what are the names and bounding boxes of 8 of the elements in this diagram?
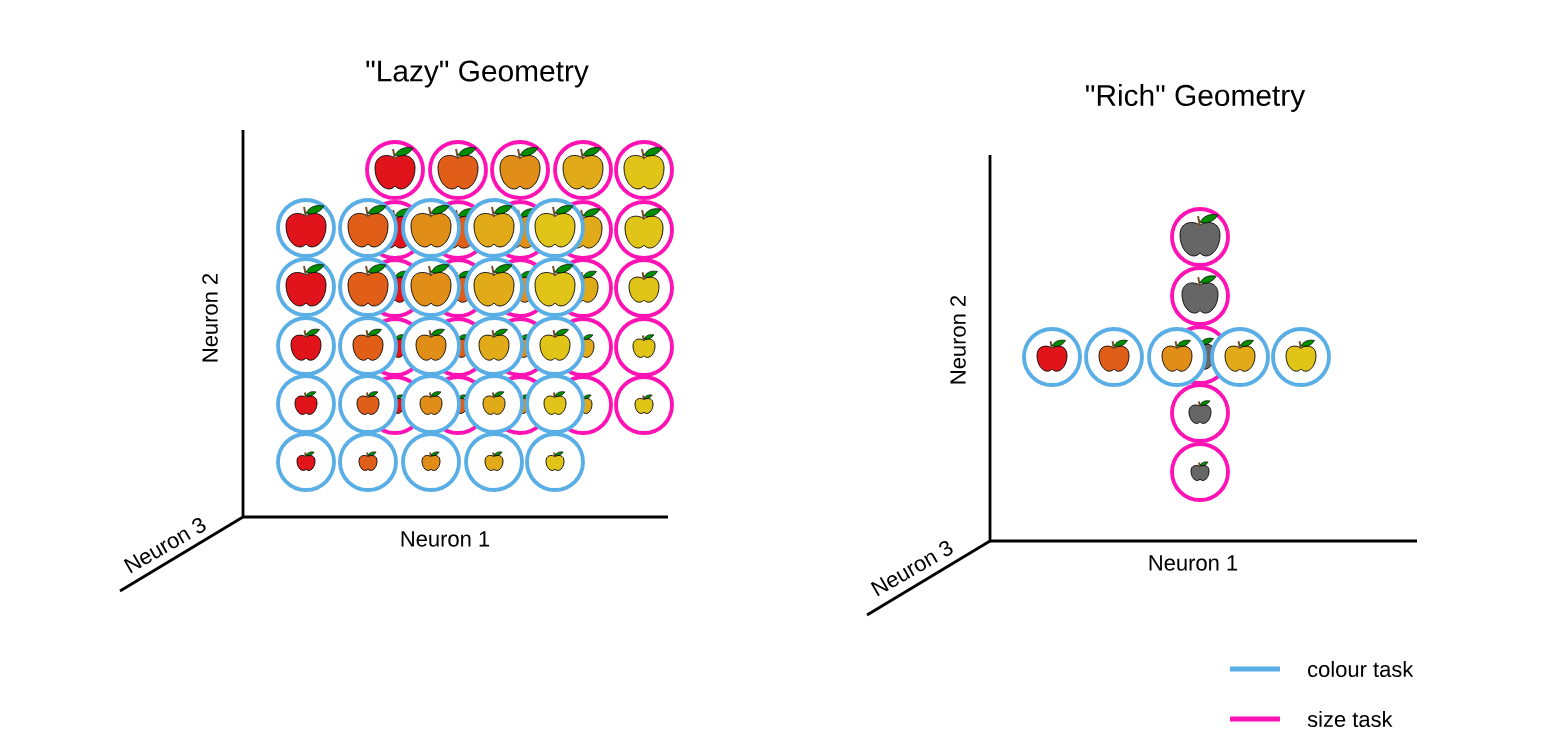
axis-label: Neuron 1 [1149, 555, 1238, 571]
axis-label: Neuron 2 [950, 295, 966, 384]
axis-label: Neuron 2 [202, 273, 218, 362]
panel-title: "Rich" Geometry [1086, 84, 1306, 112]
panel-title: "Lazy" Geometry [366, 60, 589, 88]
legend-label: size task [1307, 710, 1393, 728]
legend-label: colour task [1308, 660, 1414, 678]
axis-label: Neuron 1 [401, 531, 490, 547]
